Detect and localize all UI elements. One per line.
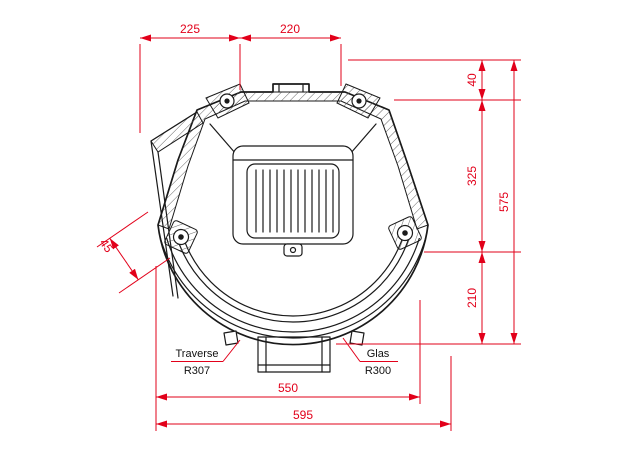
dim-40: 40	[465, 73, 479, 87]
corner-plate-right	[336, 83, 381, 119]
clip-left	[223, 330, 239, 346]
baffle-plate	[232, 145, 354, 257]
dimension-extension-lines	[96, 44, 521, 431]
corner-plate-left	[205, 83, 250, 119]
baffle-tab	[283, 243, 303, 257]
traverse-name: Traverse	[176, 348, 219, 360]
flue-collar	[278, 84, 304, 93]
label-glas: Glas R300	[342, 337, 398, 377]
dim-325: 325	[465, 166, 479, 186]
baffle-grill-slats	[255, 169, 334, 233]
baffle-grill-frame	[246, 163, 340, 239]
inner-corner-lines	[209, 123, 377, 155]
stove-top-view	[150, 83, 429, 373]
side-bolt-left	[164, 220, 198, 254]
glas-radius: R300	[365, 365, 391, 377]
glas-leader-line	[342, 337, 361, 362]
dim-550: 550	[278, 381, 298, 395]
dim-220: 220	[280, 22, 300, 36]
dim-45: 45	[97, 236, 116, 255]
clip-right	[349, 330, 365, 346]
dim-210: 210	[465, 288, 479, 308]
dim-575: 575	[497, 192, 511, 212]
traverse-leader-line	[222, 339, 241, 362]
dimension-lines	[109, 34, 518, 428]
dimension-texts: 225 220 40 325 210 575 550 595 45	[97, 22, 511, 422]
dim-line-45	[109, 238, 139, 281]
traverse-radius: R307	[184, 365, 210, 377]
dim-225: 225	[180, 22, 200, 36]
pedestal	[257, 336, 331, 373]
dim-595: 595	[293, 408, 313, 422]
glass-arcs	[159, 238, 427, 339]
glas-name: Glas	[367, 348, 390, 360]
side-bolt-right	[388, 216, 422, 250]
label-traverse: Traverse R307	[171, 339, 241, 377]
